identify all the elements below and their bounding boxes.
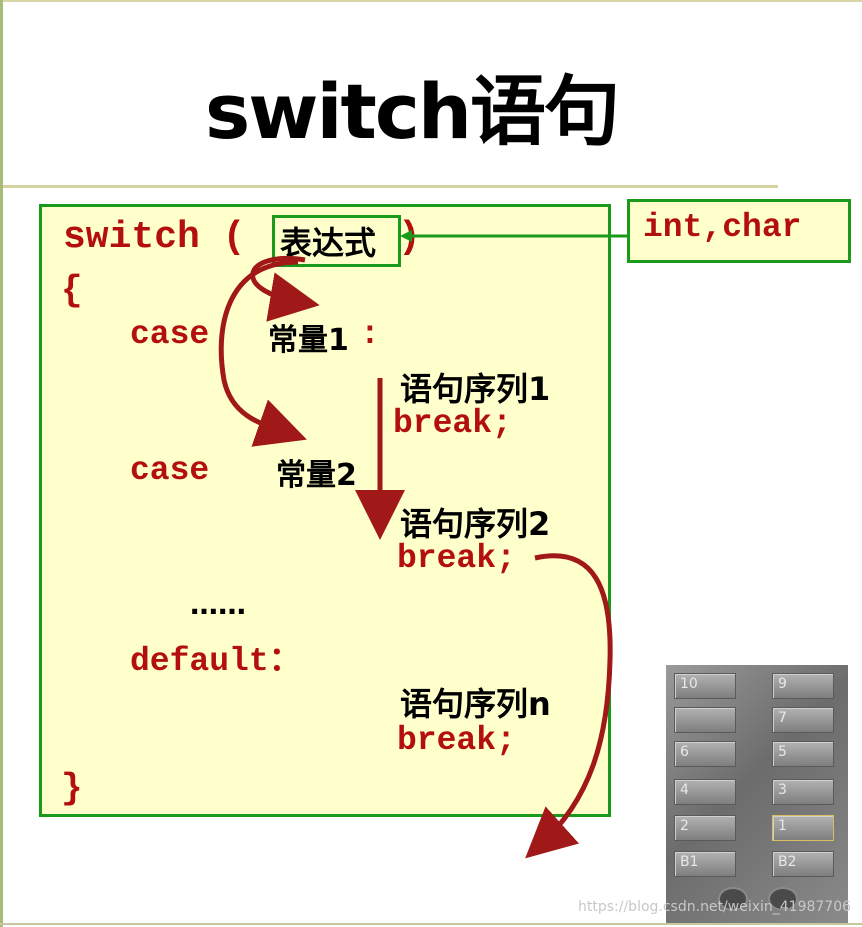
- expression-label: 表达式: [280, 224, 377, 262]
- constant-1: 常量1: [268, 323, 349, 358]
- statement-seq-1: 语句序列1: [400, 370, 551, 408]
- left-border: [0, 0, 3, 927]
- break-2: break;: [397, 540, 516, 577]
- top-border: [0, 0, 862, 2]
- elevator-button: 7: [772, 707, 834, 733]
- case1-colon: :: [360, 316, 380, 353]
- type-note-text: int,char: [643, 209, 802, 246]
- bottom-border: [0, 923, 862, 925]
- expression-highlight: [272, 215, 401, 267]
- elevator-button: 5: [772, 741, 834, 767]
- brace-close: }: [61, 768, 83, 809]
- constant-2: 常量2: [276, 458, 357, 493]
- ellipsis: ……: [190, 588, 246, 621]
- elevator-button: 10: [674, 673, 736, 699]
- elevator-button: 6: [674, 741, 736, 767]
- case1-keyword: case: [130, 316, 210, 353]
- elevator-button: B2: [772, 851, 834, 877]
- break-n: break;: [397, 722, 516, 759]
- default-keyword: default：: [130, 643, 302, 680]
- switch-keyword: switch (: [63, 216, 246, 259]
- door-open-icon: [718, 887, 748, 911]
- statement-seq-n: 语句序列n: [400, 685, 551, 723]
- code-block: [39, 204, 611, 817]
- elevator-button: B1: [674, 851, 736, 877]
- slide-title: switch语句: [205, 67, 620, 156]
- elevator-button: 2: [674, 815, 736, 841]
- elevator-button-lit: 1: [772, 815, 834, 841]
- title-divider: [3, 185, 778, 188]
- door-close-icon: [768, 887, 798, 911]
- statement-seq-2: 语句序列2: [400, 505, 551, 543]
- arrow-to-case-2: [218, 259, 307, 447]
- elevator-button: 4: [674, 779, 736, 805]
- type-connector-arrowhead: [400, 230, 412, 242]
- type-note-box: [627, 199, 851, 263]
- watermark: https://blog.csdn.net/weixin_41987706: [578, 899, 852, 915]
- break-1: break;: [393, 405, 512, 442]
- elevator-button: 9: [772, 673, 834, 699]
- elevator-panel-image: 10 6 4 2 B1 9 7 5 3 1 B2: [666, 665, 848, 923]
- arrow-break-exit: [525, 553, 613, 859]
- case2-keyword: case: [130, 452, 210, 489]
- elevator-button: 3: [772, 779, 834, 805]
- elevator-button: [674, 707, 736, 733]
- brace-open: {: [61, 270, 83, 311]
